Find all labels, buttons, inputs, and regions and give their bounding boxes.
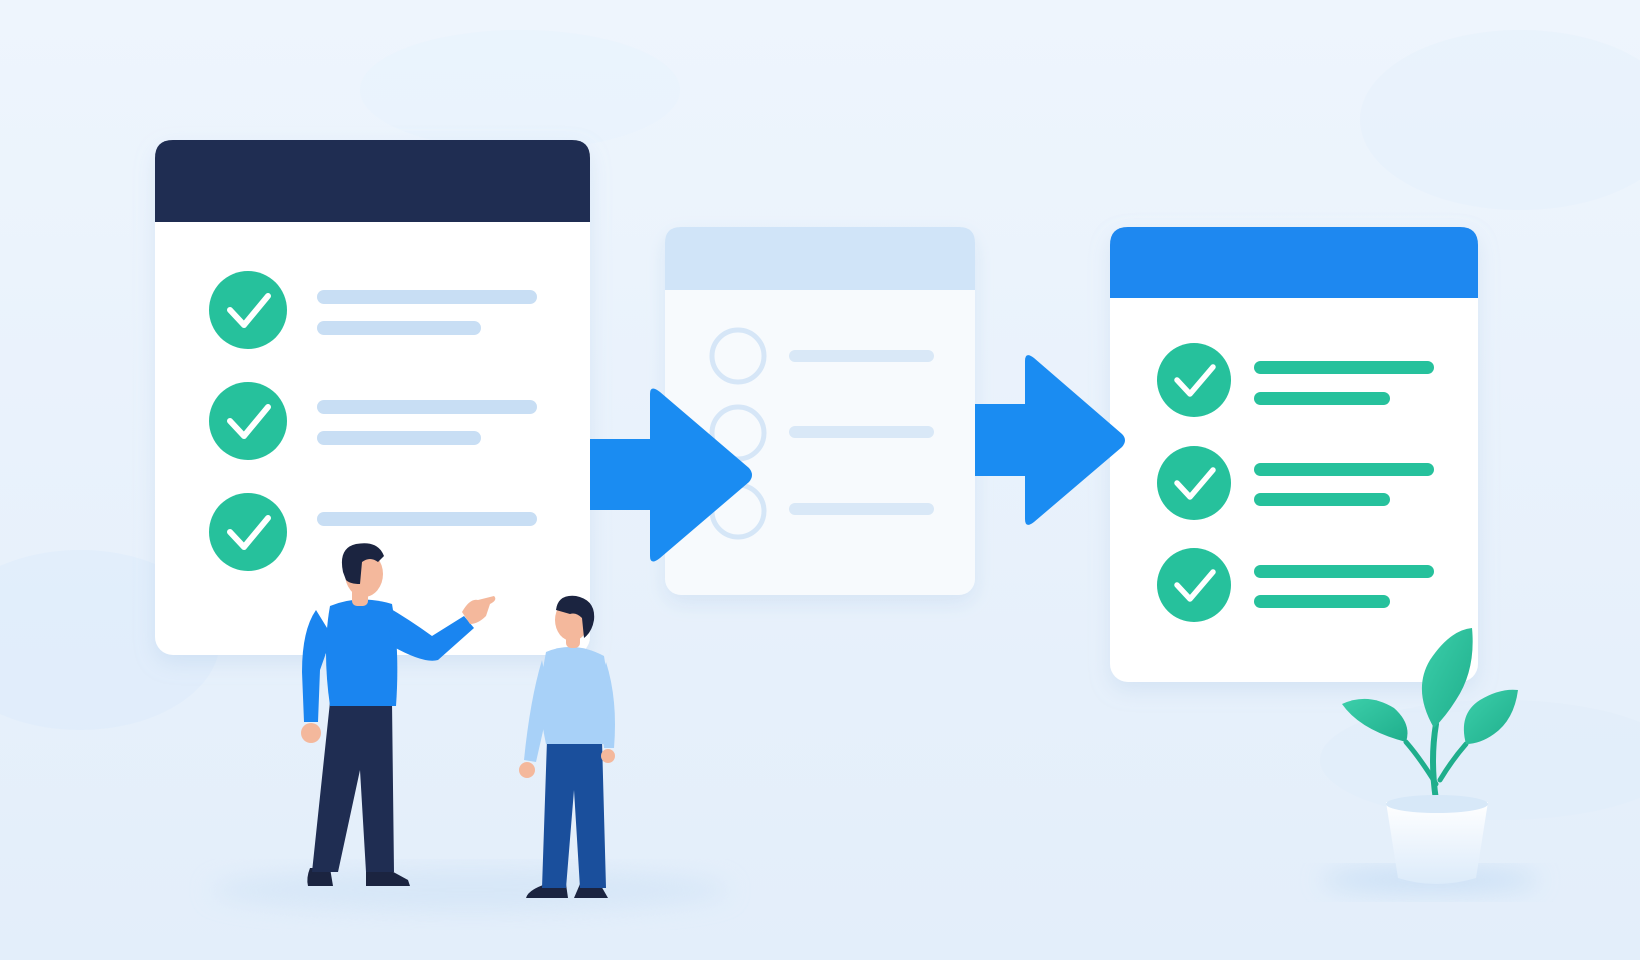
leaf	[1463, 689, 1518, 744]
pending-item	[709, 327, 934, 385]
check-circle-icon	[1157, 343, 1231, 417]
check-circle-icon	[209, 493, 287, 571]
check-item	[209, 271, 537, 349]
arrow-right-icon	[590, 388, 752, 562]
plant-pot	[1386, 802, 1488, 884]
checklist-panel-done-navy	[155, 140, 590, 655]
check-item	[1157, 343, 1434, 417]
checklist-panel-pending	[665, 227, 975, 595]
check-circle-icon	[209, 382, 287, 460]
panel-header-blue	[1110, 227, 1478, 298]
check-circle-icon	[209, 271, 287, 349]
check-item	[209, 493, 537, 571]
arrow-right-icon	[975, 355, 1125, 525]
check-item	[1157, 548, 1434, 622]
potted-plant	[1342, 628, 1518, 884]
person-figure-presenter	[301, 543, 496, 886]
panel-header-navy	[155, 140, 590, 222]
leaf	[1342, 698, 1408, 742]
empty-circle-icon	[709, 327, 767, 385]
person-figure-listener	[519, 595, 615, 898]
check-item	[209, 382, 537, 460]
leaf	[1421, 628, 1473, 728]
check-item	[1157, 446, 1434, 520]
panel-header-light	[665, 227, 975, 290]
floor-shadow-left	[210, 868, 730, 912]
check-circle-icon	[1157, 548, 1231, 622]
check-circle-icon	[1157, 446, 1231, 520]
checklist-panel-done-blue	[1110, 227, 1478, 682]
